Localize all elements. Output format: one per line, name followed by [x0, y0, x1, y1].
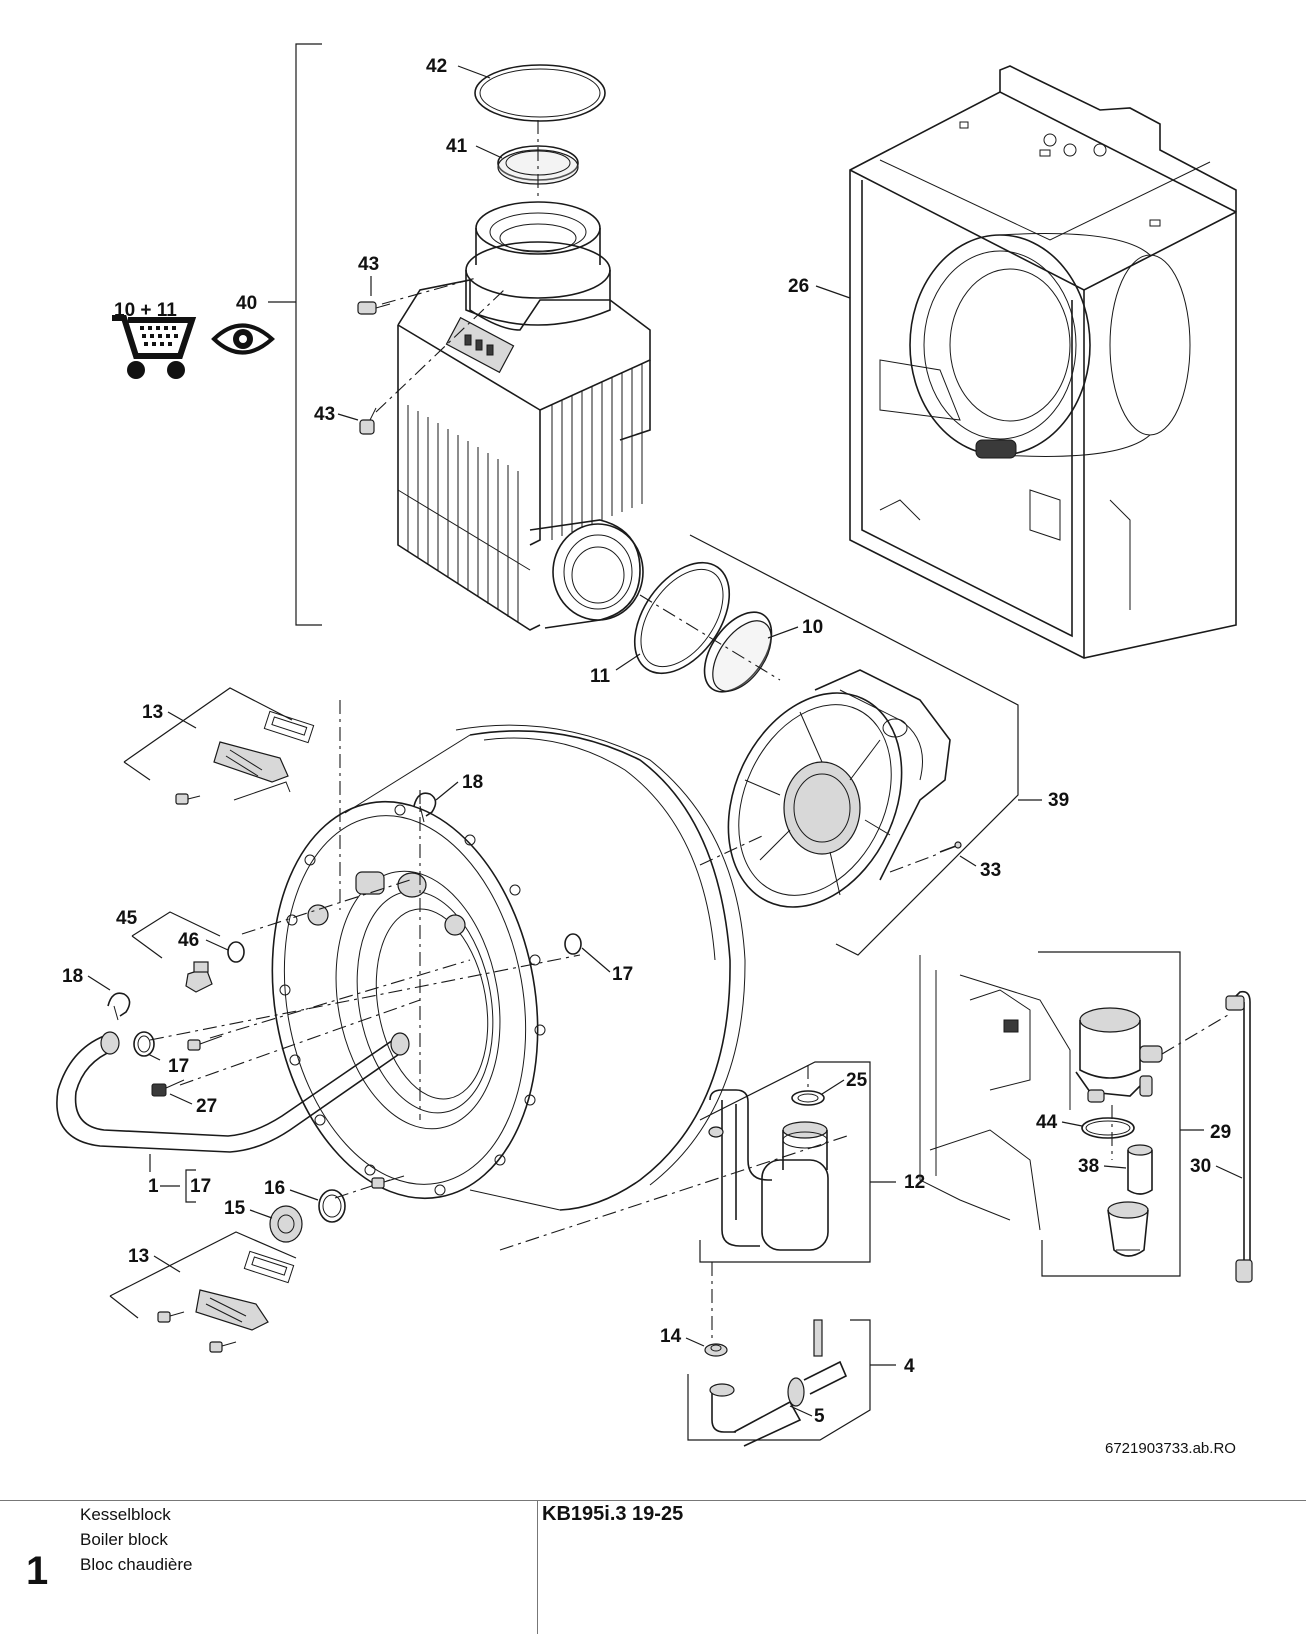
callout-25: 25: [846, 1070, 868, 1091]
o-ring-17-left: [133, 1031, 155, 1057]
callout-39: 39: [1048, 790, 1069, 811]
footer-divider: [537, 1501, 538, 1634]
callout-41: 41: [446, 136, 468, 157]
callout-14: 14: [660, 1326, 682, 1347]
callout-38: 38: [1078, 1156, 1099, 1177]
callout-17-pipe: 17: [190, 1176, 211, 1197]
heat-exchanger-block: [397, 201, 651, 631]
bolt-upper: [187, 1035, 223, 1051]
title-english: Boiler block: [80, 1530, 168, 1549]
o-ring-46: [227, 941, 245, 963]
callout-33: 33: [980, 860, 1001, 881]
callout-40: 40: [236, 293, 257, 314]
burner-assembly: [727, 669, 951, 908]
callout-15: 15: [224, 1198, 246, 1219]
callout-43-upper: 43: [358, 254, 379, 275]
document-number: 6721903733.ab.RO: [1105, 1440, 1236, 1457]
callout-29: 29: [1210, 1122, 1231, 1143]
callout-1: 1: [148, 1176, 159, 1197]
callout-43-lower: 43: [314, 404, 335, 425]
group-13-upper: [123, 687, 315, 805]
sensor-43-lower: [359, 407, 377, 435]
nut-15: [269, 1205, 303, 1243]
footer-title-block: 1 Kesselblock Boiler block Bloc chaudièr…: [0, 1500, 1306, 1634]
figure-number: 1: [26, 1549, 49, 1593]
callout-27: 27: [196, 1096, 217, 1117]
o-ring-16: [318, 1189, 346, 1223]
title-french: Bloc chaudière: [80, 1555, 193, 1574]
casing-frame-26: [849, 65, 1237, 659]
callout-18-left: 18: [62, 966, 83, 987]
callout-13-lower: 13: [128, 1246, 149, 1267]
clip-18-upper: [413, 792, 437, 823]
eye-icon: [211, 323, 275, 355]
figure-titles: Kesselblock Boiler block Bloc chaudière: [80, 1502, 192, 1577]
callout-45: 45: [116, 908, 138, 929]
plug-45: [185, 961, 213, 993]
pump-group-29: [919, 951, 1204, 1277]
callout-42: 42: [426, 56, 447, 77]
o-ring-44: [1081, 1117, 1135, 1139]
bolt-lower-flange: [371, 1175, 405, 1189]
shopping-cart-icon: [112, 315, 197, 379]
callout-10: 10: [802, 617, 823, 638]
exploded-parts-diagram: 10 + 11 40 42 41: [56, 43, 1253, 1447]
screw-33: [939, 841, 962, 853]
callout-10-11: 10 + 11: [114, 300, 177, 321]
group-40-bracket: [268, 43, 322, 626]
callout-12: 12: [904, 1172, 925, 1193]
clip-18-left: [107, 992, 131, 1021]
washer-14: [704, 1343, 728, 1357]
callout-16: 16: [264, 1178, 285, 1199]
siphon-12: [699, 1061, 896, 1263]
callout-5: 5: [814, 1406, 825, 1427]
sensor-43-upper: [357, 301, 391, 315]
group-13-lower: [109, 1231, 297, 1353]
callout-30: 30: [1190, 1156, 1211, 1177]
ring-42: [474, 64, 606, 122]
o-ring-17-right: [564, 933, 582, 955]
filter-38: [1107, 1144, 1153, 1257]
callout-26: 26: [788, 276, 809, 297]
title-german: Kesselblock: [80, 1505, 171, 1524]
drain-pipe-4: [687, 1319, 896, 1447]
gasket-10: [703, 611, 773, 693]
callout-18-upper: 18: [462, 772, 483, 793]
callout-11: 11: [590, 666, 611, 687]
callout-13-upper: 13: [142, 702, 163, 723]
pipe-1: [56, 1031, 410, 1153]
callout-4: 4: [904, 1356, 915, 1377]
callout-17-left: 17: [168, 1056, 189, 1077]
hose-30: [1225, 990, 1253, 1283]
sensor-27: [151, 1079, 185, 1097]
boiler-drum: [271, 724, 746, 1211]
callout-17-right: 17: [612, 964, 633, 985]
model-name: KB195i.3 19-25: [542, 1503, 684, 1525]
callout-46: 46: [178, 930, 199, 951]
o-ring-25: [791, 1090, 825, 1106]
callout-44: 44: [1036, 1112, 1058, 1133]
